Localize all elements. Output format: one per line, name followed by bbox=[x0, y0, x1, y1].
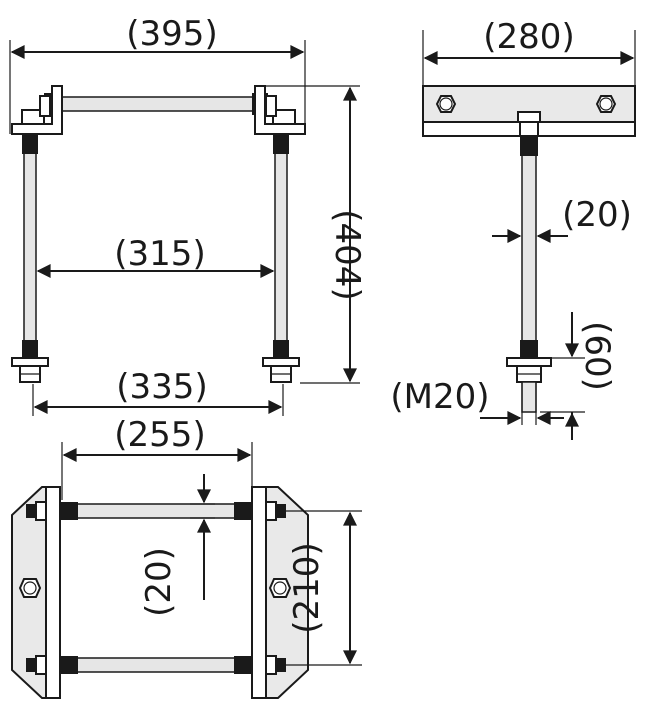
front-left-washer bbox=[11, 357, 49, 367]
front-left-rod bbox=[23, 133, 37, 361]
front-left-bracket bbox=[11, 85, 63, 135]
top-rod-spacing-label: (255) bbox=[114, 415, 205, 455]
side-width-label: (280) bbox=[483, 17, 574, 57]
side-washer bbox=[506, 357, 552, 367]
front-top-rod bbox=[57, 96, 255, 112]
top-rod-lower bbox=[59, 657, 253, 673]
side-rod bbox=[521, 135, 537, 359]
front-right-rod bbox=[274, 133, 288, 361]
front-view: (395) (315) (404) (335) bbox=[9, 14, 367, 416]
side-view: (280) (20) (60) (M20) bbox=[390, 17, 636, 440]
side-thread-size-label: (M20) bbox=[390, 377, 489, 417]
top-right-hex-nut bbox=[268, 578, 292, 598]
side-thread-length-label: (60) bbox=[577, 321, 617, 391]
front-right-bracket bbox=[254, 85, 306, 135]
side-right-hex-nut bbox=[595, 95, 617, 113]
side-left-hex-nut bbox=[435, 95, 457, 113]
front-overall-width-label: (395) bbox=[126, 14, 217, 54]
front-base-width-label: (335) bbox=[116, 367, 207, 407]
front-inner-width-label: (315) bbox=[114, 234, 205, 274]
top-rod-diameter-label: (20) bbox=[139, 547, 179, 617]
top-left-hex-nut bbox=[18, 578, 42, 598]
top-rod-upper bbox=[59, 503, 253, 519]
front-right-washer bbox=[262, 357, 300, 367]
top-view: (255) (20) (210) bbox=[11, 415, 362, 699]
side-top-nut bbox=[517, 111, 541, 123]
top-depth-label: (210) bbox=[287, 542, 327, 633]
side-rod-diameter-label: (20) bbox=[562, 195, 632, 235]
front-height-label: (404) bbox=[327, 209, 367, 300]
